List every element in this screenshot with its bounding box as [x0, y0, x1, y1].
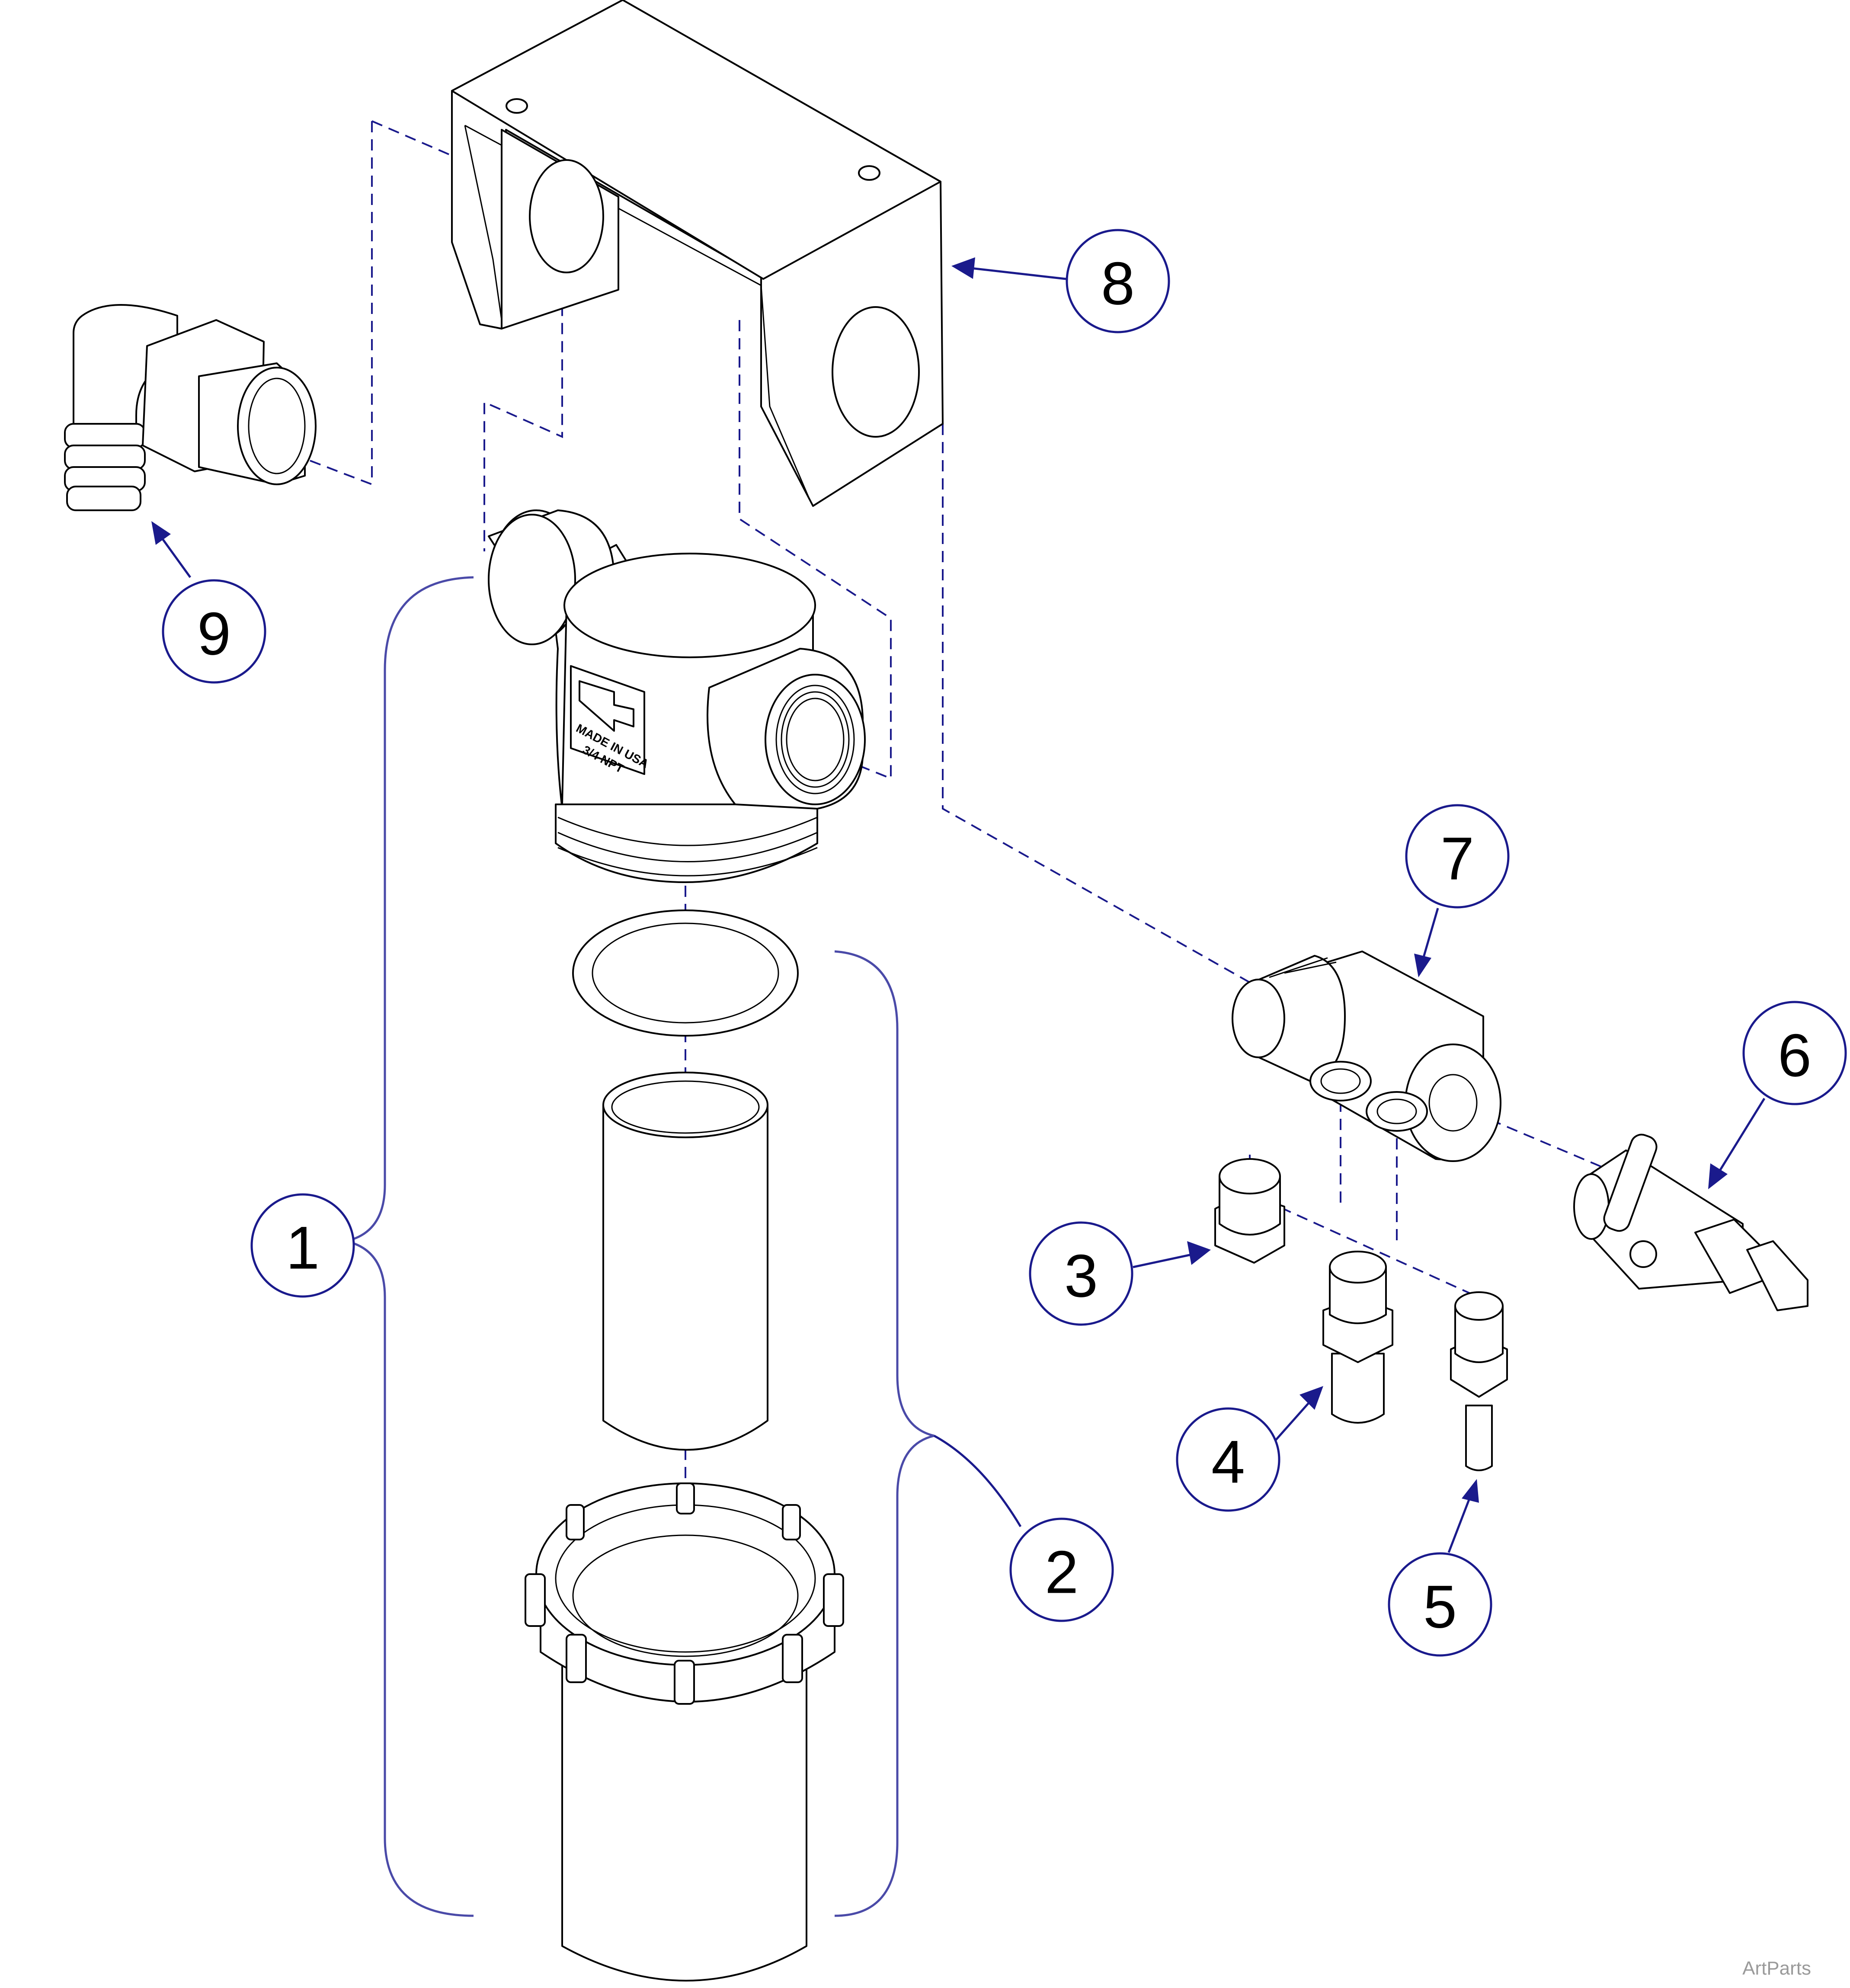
callout-2: 2 — [1009, 1517, 1114, 1622]
hose-barb-small — [1450, 1291, 1508, 1471]
callout-9: 9 — [162, 579, 266, 684]
filter-element — [602, 1072, 768, 1451]
brace-part-1 — [346, 576, 474, 1917]
callout-5: 5 — [1388, 1552, 1492, 1657]
watermark-text: ArtParts — [1742, 1958, 1811, 1979]
drain-valve — [1573, 1133, 1808, 1311]
mounting-bracket — [451, 0, 944, 507]
callout-leaders — [151, 257, 1766, 1553]
callout-8: 8 — [1066, 229, 1170, 333]
callout-1-label: 1 — [286, 1214, 320, 1282]
callout-3-label: 3 — [1064, 1242, 1098, 1310]
o-ring — [572, 909, 799, 1037]
callout-4: 4 — [1176, 1407, 1280, 1512]
brace-part-2 — [834, 950, 935, 1917]
callout-3: 3 — [1029, 1221, 1133, 1326]
callout-6-label: 6 — [1778, 1021, 1812, 1089]
callout-4-label: 4 — [1211, 1428, 1245, 1496]
filter-bowl — [525, 1482, 844, 1982]
callout-5-label: 5 — [1423, 1573, 1457, 1641]
callout-8-label: 8 — [1101, 250, 1135, 317]
elbow-fitting — [64, 304, 317, 511]
callout-7: 7 — [1405, 804, 1510, 909]
filter-head: MADE IN USA 3/4 NPT — [488, 509, 866, 883]
callout-7-label: 7 — [1440, 825, 1474, 893]
hose-barb-large — [1322, 1251, 1393, 1424]
pipe-plug — [1214, 1158, 1285, 1264]
callout-9-label: 9 — [197, 600, 231, 668]
manifold-block — [1232, 951, 1501, 1162]
callout-1: 1 — [250, 1193, 355, 1298]
callout-6: 6 — [1742, 1001, 1847, 1105]
callout-2-label: 2 — [1045, 1538, 1079, 1606]
